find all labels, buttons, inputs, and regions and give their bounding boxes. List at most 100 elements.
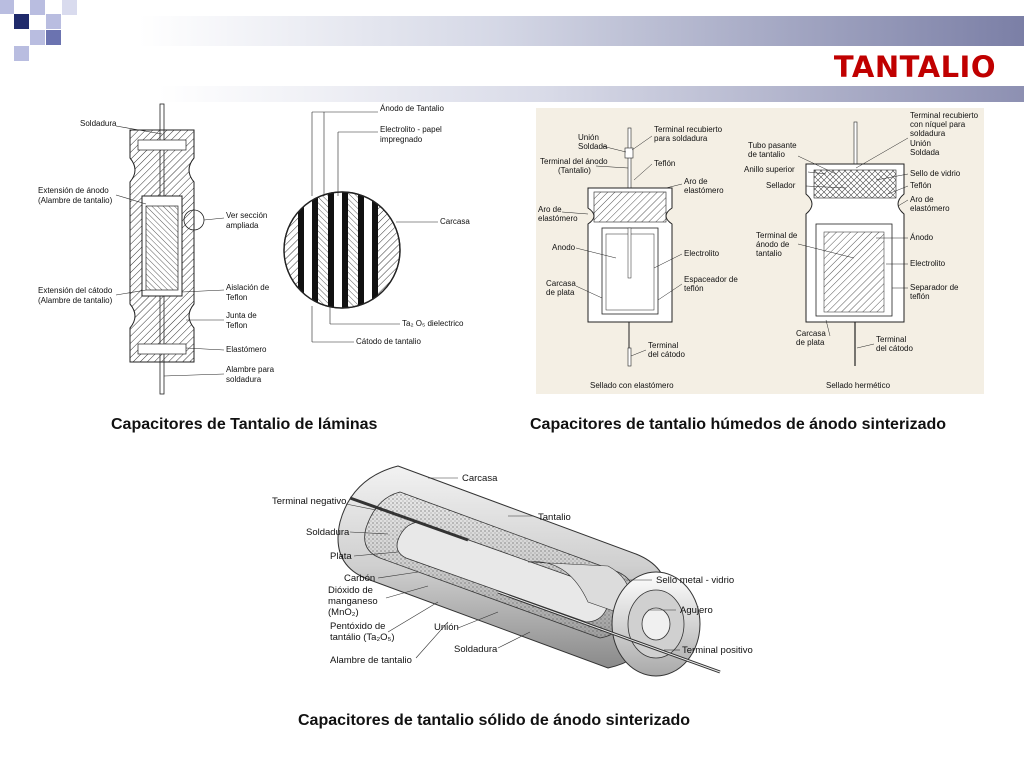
label-carcasa-right-2: de plata xyxy=(796,338,825,347)
deco-square xyxy=(0,0,14,14)
label-union: Unión xyxy=(578,133,599,142)
label-separador-2: teflón xyxy=(910,292,930,301)
label-aislacion-2: Teflon xyxy=(226,293,247,302)
label-union: Unión xyxy=(434,622,459,633)
deco-square xyxy=(62,0,77,15)
label-aro-2: elastómero xyxy=(684,186,724,195)
label-terminal-positivo: Terminal positivo xyxy=(682,645,753,656)
label-anodo-tantalio: Ánodo de Tantalio xyxy=(380,104,444,113)
label-ext-anodo: Extensión de ánodo xyxy=(38,186,109,195)
label-sellado-elastomero: Sellado con elastómero xyxy=(590,381,674,390)
label-espaceador-2: teflón xyxy=(684,284,704,293)
label-aro-left-2: elastómero xyxy=(538,214,578,223)
label-dioxido-3: (MnO₂) xyxy=(328,607,359,618)
label-carcasa-right: Carcasa xyxy=(796,329,826,338)
title-underline-bar xyxy=(62,86,1024,102)
label-terminal-recubierto-2: para soldadura xyxy=(654,134,708,143)
label-sellado-hermetico: Sellado hermético xyxy=(826,381,891,390)
label-terminal-anodo-2: (Tantalio) xyxy=(558,166,591,175)
label-sello-vidrio: Sello de vidrio xyxy=(910,169,961,178)
label-teflon-right: Teflón xyxy=(910,181,931,190)
deco-square xyxy=(30,30,45,45)
label-tantalio: Tantalio xyxy=(538,512,571,523)
label-tubo-pasante: Tubo pasante xyxy=(748,141,797,150)
label-aislacion: Aislación de xyxy=(226,283,270,292)
label-elastomero: Elastómero xyxy=(226,345,267,354)
label-carcasa-2: de plata xyxy=(546,288,575,297)
label-anodo: Anodo xyxy=(552,243,576,252)
label-soldadura: Soldadura xyxy=(306,527,350,538)
header-gradient-bar xyxy=(62,16,1024,46)
label-espaceador: Espaceador de xyxy=(684,275,738,284)
label-sellador: Sellador xyxy=(766,181,796,190)
label-anillo-superior: Anillo superior xyxy=(744,165,795,174)
label-junta: Junta de xyxy=(226,311,257,320)
deco-square xyxy=(46,14,61,29)
label-anodo-right: Ánodo xyxy=(910,233,934,242)
label-electrolito: Electrolito xyxy=(684,249,720,258)
label-terminal-anodo-right: Terminal de xyxy=(756,231,798,240)
label-dielectrico: Ta₂ O₅ dielectrico xyxy=(402,319,464,328)
label-aro-right-2: elastómero xyxy=(910,204,950,213)
foil-capacitor-diagram: Soldadura Extensión de ánodo (Alambre de… xyxy=(34,100,514,400)
slide-title: TANTALIO xyxy=(833,50,996,84)
deco-square xyxy=(14,14,29,29)
label-separador: Separador de xyxy=(910,283,959,292)
label-terminal-catodo-2: del cátodo xyxy=(648,350,685,359)
label-aro-left: Aro de xyxy=(538,205,562,214)
label-union-right-2: Soldada xyxy=(910,148,940,157)
label-electrolito-2: impregnado xyxy=(380,135,423,144)
label-ver-seccion-2: ampliada xyxy=(226,221,259,230)
label-terminal-anodo-right-3: tantalio xyxy=(756,249,782,258)
label-aro-right: Aro de xyxy=(910,195,934,204)
label-terminal-catodo-right: Terminal xyxy=(876,335,906,344)
label-terminal-anodo: Terminal del ánodo xyxy=(540,157,608,166)
label-carcasa: Carcasa xyxy=(440,217,470,226)
wet-capacitor-diagram: Unión Soldada Terminal recubierto para s… xyxy=(536,108,984,394)
label-soldadura: Soldadura xyxy=(80,119,117,128)
label-dioxido-2: manganeso xyxy=(328,596,378,607)
label-carcasa: Carcasa xyxy=(546,279,576,288)
label-catodo: Cátodo de tantalio xyxy=(356,337,421,346)
label-union-right: Unión xyxy=(910,139,931,148)
label-ext-anodo-2: (Alambre de tantalio) xyxy=(38,196,113,205)
label-terminal-niquel-3: soldadura xyxy=(910,129,946,138)
label-ext-catodo-2: (Alambre de tantalio) xyxy=(38,296,113,305)
label-junta-2: Teflon xyxy=(226,321,247,330)
label-carbon: Carbón xyxy=(344,573,375,584)
label-carcasa: Carcasa xyxy=(462,473,498,484)
label-pentoxido: Pentóxido de xyxy=(330,621,385,632)
label-union-2: Soldada xyxy=(578,142,608,151)
label-aro: Aro de xyxy=(684,177,708,186)
label-terminal-catodo: Terminal xyxy=(648,341,678,350)
caption-solid: Capacitores de tantalio sólido de ánodo … xyxy=(298,712,691,729)
label-agujero: Agujero xyxy=(680,605,713,616)
label-terminal-negativo: Terminal negativo xyxy=(272,496,346,507)
label-terminal-anodo-right-2: ánodo de xyxy=(756,240,790,249)
deco-square xyxy=(46,30,61,45)
label-alambre: Alambre de tantalio xyxy=(330,655,412,666)
label-electrolito: Electrolito - papel xyxy=(380,125,442,134)
label-ext-catodo: Extensión del cátodo xyxy=(38,286,113,295)
deco-square xyxy=(14,46,29,61)
label-teflon: Teflón xyxy=(654,159,675,168)
label-sello: Sello metal - vidrio xyxy=(656,575,734,586)
label-alambre: Alambre para xyxy=(226,365,275,374)
label-terminal-niquel: Terminal recubierto xyxy=(910,111,979,120)
label-terminal-niquel-2: con níquel para xyxy=(910,120,966,129)
label-tubo-pasante-2: de tantalio xyxy=(748,150,785,159)
deco-square xyxy=(30,0,45,15)
label-terminal-recubierto: Terminal recubierto xyxy=(654,125,723,134)
label-pentoxido-2: tantálio (Ta₂O₅) xyxy=(330,632,395,643)
label-dioxido: Dióxido de xyxy=(328,585,373,596)
label-ver-seccion: Ver sección xyxy=(226,211,267,220)
caption-wet: Capacitores de tantalio húmedos de ánodo… xyxy=(530,416,947,433)
label-terminal-catodo-right-2: del cátodo xyxy=(876,344,913,353)
label-soldadura-2: Soldadura xyxy=(454,644,498,655)
label-plata: Plata xyxy=(330,551,352,562)
caption-foil: Capacitores de Tantalio de láminas xyxy=(111,416,378,433)
solid-capacitor-diagram: Carcasa Terminal negativo Tantalio Solda… xyxy=(268,462,756,698)
enlarged-section-circle xyxy=(283,191,401,309)
label-electrolito-right: Electrolito xyxy=(910,259,946,268)
label-alambre-2: soldadura xyxy=(226,375,262,384)
